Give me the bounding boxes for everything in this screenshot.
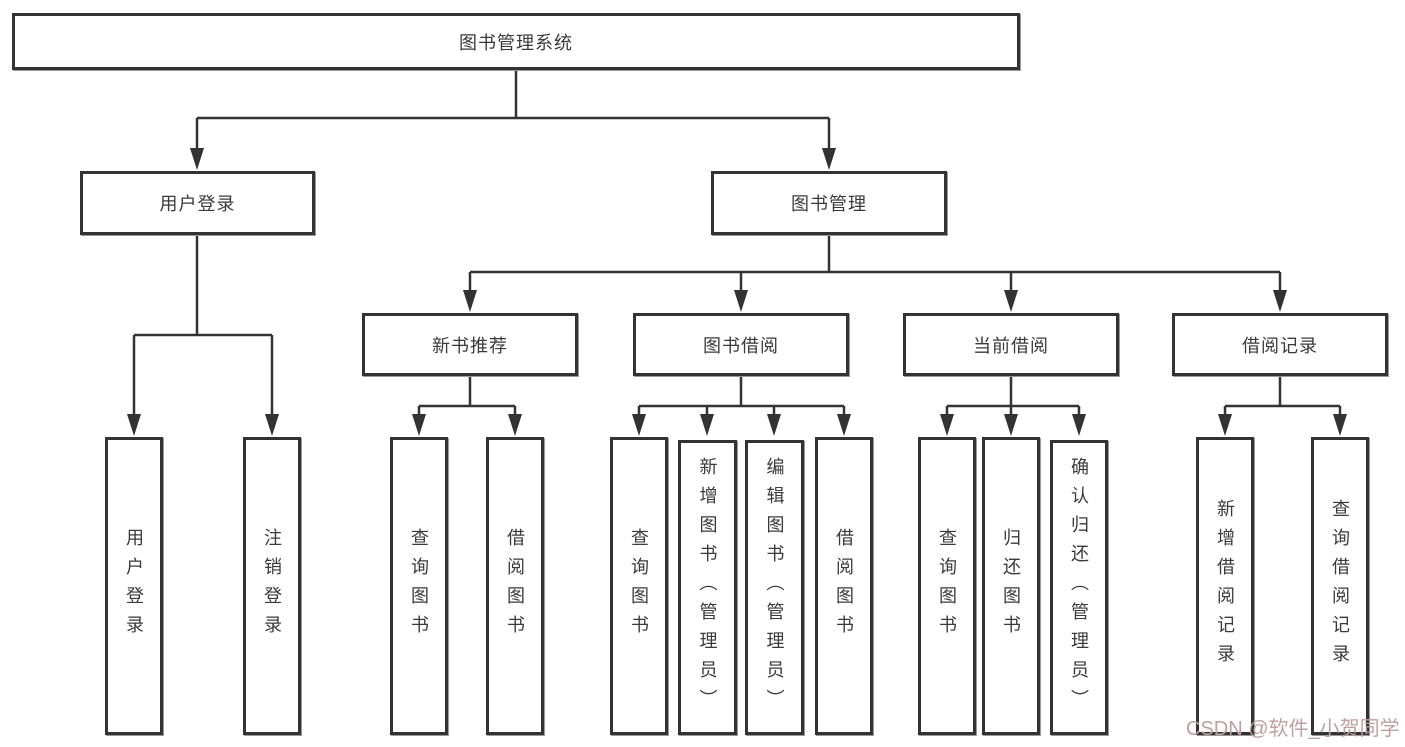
arrow-down-icon — [700, 414, 714, 436]
node-label: 查询图书 — [629, 528, 649, 644]
node-label: 借阅图书 — [505, 528, 525, 644]
connector-bookmgmt-to-level3 — [463, 235, 1287, 312]
node-label: 查询借阅记录 — [1330, 499, 1350, 673]
node-book-borrow: 图书借阅 — [633, 313, 849, 376]
leaf-add-borrow-record: 新增借阅记录 — [1196, 437, 1254, 735]
arrow-down-icon — [822, 148, 836, 170]
arrow-down-icon — [1072, 414, 1086, 436]
leaf-user-login: 用户登录 — [105, 437, 163, 735]
node-label: 查询图书 — [937, 528, 957, 644]
arrow-down-icon — [190, 148, 204, 170]
arrow-down-icon — [463, 290, 477, 312]
node-label: 借阅记录 — [1242, 335, 1318, 356]
arrow-down-icon — [127, 414, 141, 436]
node-label: 当前借阅 — [973, 335, 1049, 356]
node-label: 用户登录 — [159, 194, 236, 214]
connector-root-to-level2 — [190, 70, 836, 170]
arrow-down-icon — [508, 414, 522, 436]
arrow-down-icon — [632, 414, 646, 436]
node-label: 编辑图书（管理员） — [764, 457, 785, 718]
connector-newbooks-to-leaves — [412, 376, 522, 436]
arrow-down-icon — [940, 414, 954, 436]
node-library-system: 图书管理系统 — [12, 13, 1020, 70]
node-label: 图书管理系统 — [459, 32, 573, 53]
connector-userlogin-to-leaves — [127, 235, 279, 436]
node-borrow-records: 借阅记录 — [1172, 313, 1388, 376]
node-label: 新增图书（管理员） — [697, 457, 718, 718]
leaf-borrow-books-2: 借阅图书 — [815, 437, 873, 735]
leaf-confirm-return-admin: 确认归还（管理员） — [1050, 440, 1108, 735]
arrow-down-icon — [734, 290, 748, 312]
arrow-down-icon — [1333, 414, 1347, 436]
arrow-down-icon — [265, 414, 279, 436]
leaf-edit-books-admin: 编辑图书（管理员） — [745, 440, 804, 735]
node-user-login: 用户登录 — [80, 171, 315, 235]
node-label: 注销登录 — [262, 528, 282, 644]
node-label: 新增借阅记录 — [1215, 499, 1235, 673]
node-label: 图书借阅 — [703, 335, 779, 356]
leaf-return-books: 归还图书 — [982, 437, 1040, 735]
connector-records-to-leaves — [1218, 376, 1347, 436]
node-book-management: 图书管理 — [711, 171, 947, 235]
node-label: 归还图书 — [1001, 528, 1021, 644]
arrow-down-icon — [412, 414, 426, 436]
connector-currentborrow-to-leaves — [940, 376, 1086, 436]
arrow-down-icon — [837, 414, 851, 436]
node-label: 图书管理 — [791, 194, 867, 214]
connector-bookborrow-to-leaves — [632, 376, 851, 436]
node-current-borrow: 当前借阅 — [903, 313, 1119, 376]
leaf-query-books-1: 查询图书 — [390, 437, 448, 735]
node-label: 借阅图书 — [834, 528, 854, 644]
node-label: 用户登录 — [124, 528, 144, 644]
node-label: 新书推荐 — [432, 335, 508, 356]
arrow-down-icon — [1218, 414, 1232, 436]
node-label: 查询图书 — [409, 528, 429, 644]
leaf-borrow-books-1: 借阅图书 — [486, 437, 544, 735]
csdn-watermark: CSDN @软件_小贺同学 — [1186, 718, 1400, 740]
leaf-query-borrow-record: 查询借阅记录 — [1311, 437, 1369, 735]
arrow-down-icon — [1273, 290, 1287, 312]
leaf-query-books-3: 查询图书 — [918, 437, 976, 735]
node-label: 确认归还（管理员） — [1069, 457, 1089, 718]
node-new-book-recommend: 新书推荐 — [362, 313, 578, 376]
leaf-query-books-2: 查询图书 — [610, 437, 668, 735]
arrow-down-icon — [1004, 290, 1018, 312]
arrow-down-icon — [1004, 414, 1018, 436]
leaf-add-books-admin: 新增图书（管理员） — [678, 440, 737, 735]
arrow-down-icon — [767, 414, 781, 436]
leaf-logout: 注销登录 — [243, 437, 301, 735]
